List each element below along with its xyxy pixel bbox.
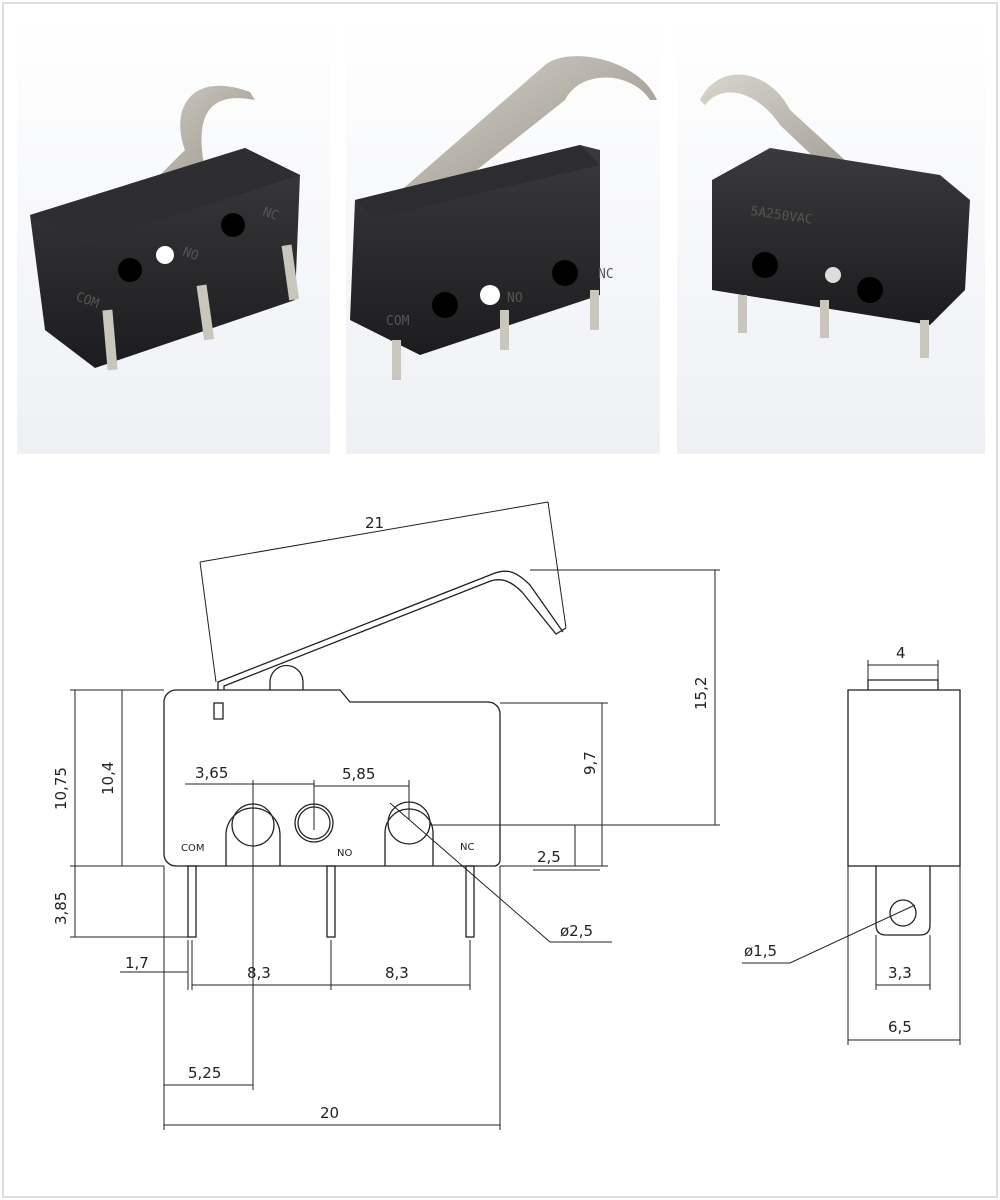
dim-hole-diameter: ø2,5: [560, 922, 593, 940]
photo-front-angled: COM NO NC: [17, 14, 330, 454]
side-actuator: [867, 679, 939, 690]
dim-pin-width: 3,3: [888, 964, 912, 982]
photo-label-nc: NC: [598, 267, 614, 282]
dim-lever-height: 15,2: [692, 677, 710, 710]
dim-pin-pitch-1: 8,3: [247, 964, 271, 982]
dim-pin-offset: 1,7: [125, 954, 149, 972]
dim-total-height: 10,75: [52, 767, 70, 810]
dim-pin-pitch-2: 8,3: [385, 964, 409, 982]
no-pin: [326, 865, 336, 938]
front-view-drawing: COM NO NC 21 15,2 10,75 10,4 9,7 2,5 3,8…: [52, 501, 720, 1130]
dim-pin-length: 3,85: [52, 892, 70, 925]
com-pin: [187, 865, 197, 938]
side-view-drawing: 4 ø1,5 3,3 6,5: [742, 644, 961, 1045]
switch-body: [163, 689, 501, 867]
dim-actuator-width: 4: [896, 644, 906, 662]
photo-back: 5A250VAC: [677, 14, 985, 454]
side-body: [847, 689, 961, 867]
actuator-button: [269, 664, 304, 690]
dim-right-height: 9,7: [581, 751, 599, 775]
dim-hole-offset: 2,5: [537, 848, 561, 866]
dim-com-hole-x: 5,25: [188, 1064, 221, 1082]
label-nc: NC: [460, 842, 474, 853]
dim-pin-hole-diameter: ø1,5: [744, 942, 777, 960]
nc-pin: [465, 865, 475, 938]
lever-outline: [217, 570, 564, 690]
side-pin: [875, 866, 931, 936]
photo-label-no: NO: [181, 245, 201, 265]
dim-body-height: 10,4: [99, 762, 117, 795]
photo-label-nc: NC: [261, 205, 281, 224]
dim-lever-length: 21: [365, 514, 384, 532]
photo-front: COM NO NC: [346, 14, 660, 454]
dim-hole-spacing-2: 5,85: [342, 765, 375, 783]
photo-label-no: NO: [507, 291, 523, 306]
dim-hole-spacing-1: 3,65: [195, 764, 228, 782]
label-no: NO: [337, 848, 352, 859]
photo-label-com: COM: [386, 314, 410, 329]
dim-body-width: 6,5: [888, 1018, 912, 1036]
mounting-slot: [213, 702, 224, 720]
dim-body-length: 20: [320, 1104, 339, 1122]
label-com: COM: [181, 843, 204, 854]
pin-hole: [889, 899, 917, 927]
